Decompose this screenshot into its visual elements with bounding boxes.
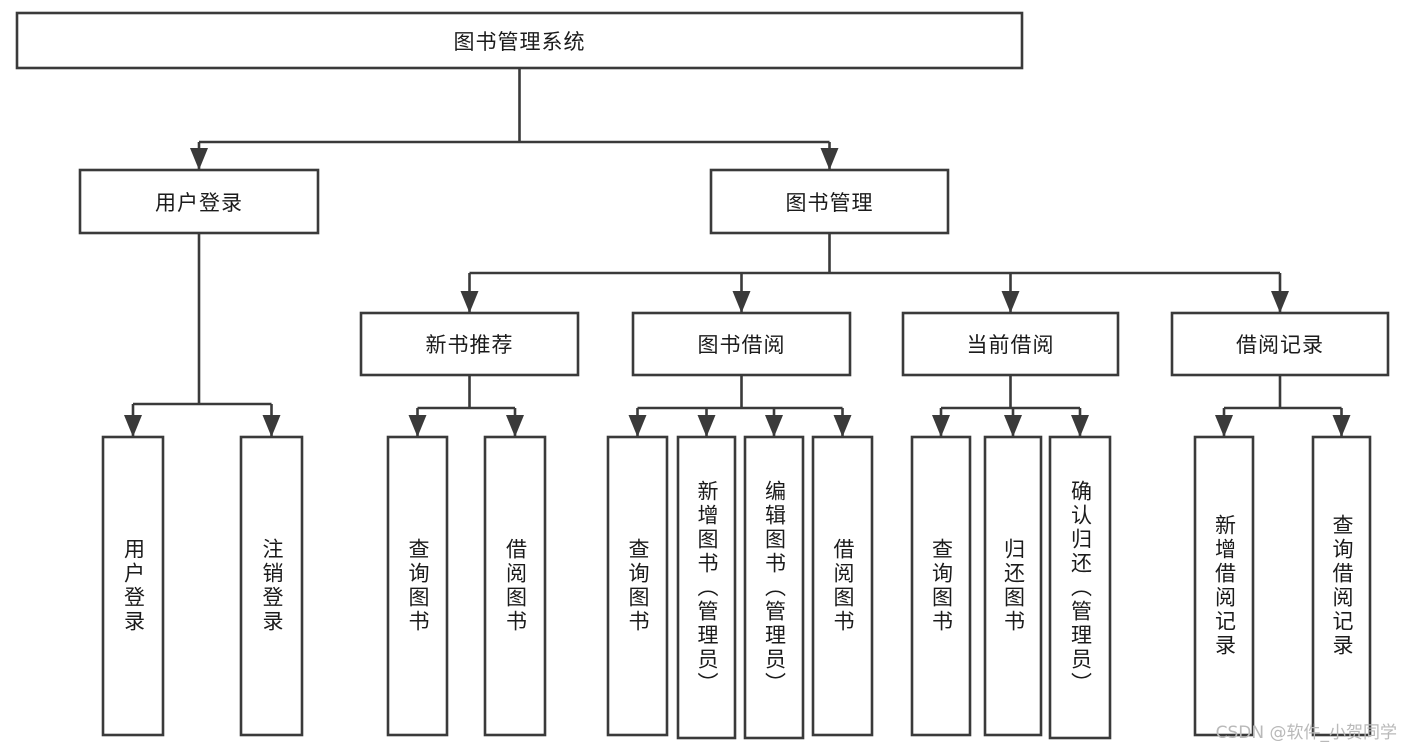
node-box-leaf-query-borrow-record [1311, 435, 1372, 737]
node-box-user-login [78, 168, 320, 235]
arrow-head-book-borrow [732, 291, 751, 313]
arrow-head-leaf-user-login [124, 415, 142, 437]
arrow-head-leaf-query-books-current [932, 415, 950, 437]
arrow-head-leaf-add-borrow-record [1215, 415, 1233, 437]
arrow-head-current-borrow [1001, 291, 1020, 313]
arrow-head-leaf-edit-book-admin [765, 415, 783, 437]
node-box-leaf-query-books-current [910, 435, 972, 737]
arrow-head-user-login [190, 148, 208, 170]
node-box-leaf-confirm-return-admin [1048, 435, 1112, 740]
arrow-head-leaf-confirm-return-admin [1071, 415, 1089, 437]
arrow-head-leaf-borrow-books-borrow [833, 415, 852, 437]
node-box-root [15, 11, 1024, 70]
node-box-leaf-add-borrow-record [1193, 435, 1255, 737]
arrow-head-leaf-add-book-admin [697, 415, 716, 437]
node-box-new-book-recommend [359, 311, 580, 377]
arrow-head-leaf-query-books-borrow [628, 415, 647, 437]
arrow-head-leaf-return-books [1004, 415, 1022, 437]
node-box-book-borrow [631, 311, 852, 377]
node-box-leaf-add-book-admin [676, 435, 737, 740]
node-box-leaf-query-books-borrow [606, 435, 669, 737]
node-box-leaf-borrow-books-borrow [811, 435, 874, 737]
node-box-layer [15, 11, 1390, 740]
node-box-book-management [709, 168, 950, 235]
node-box-leaf-logout [239, 435, 304, 737]
node-box-leaf-return-books [983, 435, 1043, 737]
node-box-leaf-borrow-books-rec [483, 435, 547, 737]
node-box-current-borrow [901, 311, 1120, 377]
arrow-head-borrow-records [1271, 291, 1289, 313]
arrow-head-leaf-query-books-rec [408, 415, 427, 437]
node-box-borrow-records [1170, 311, 1390, 377]
arrow-head-leaf-query-borrow-record [1332, 415, 1351, 437]
arrow-head-leaf-borrow-books-rec [506, 415, 524, 437]
arrow-head-book-management [820, 148, 839, 170]
connector-layer [124, 68, 1351, 437]
node-box-leaf-query-books-rec [386, 435, 449, 737]
node-box-leaf-user-login [101, 435, 165, 737]
arrow-head-leaf-logout [262, 415, 281, 437]
node-box-leaf-edit-book-admin [743, 435, 805, 740]
arrow-head-new-book-recommend [460, 291, 479, 313]
